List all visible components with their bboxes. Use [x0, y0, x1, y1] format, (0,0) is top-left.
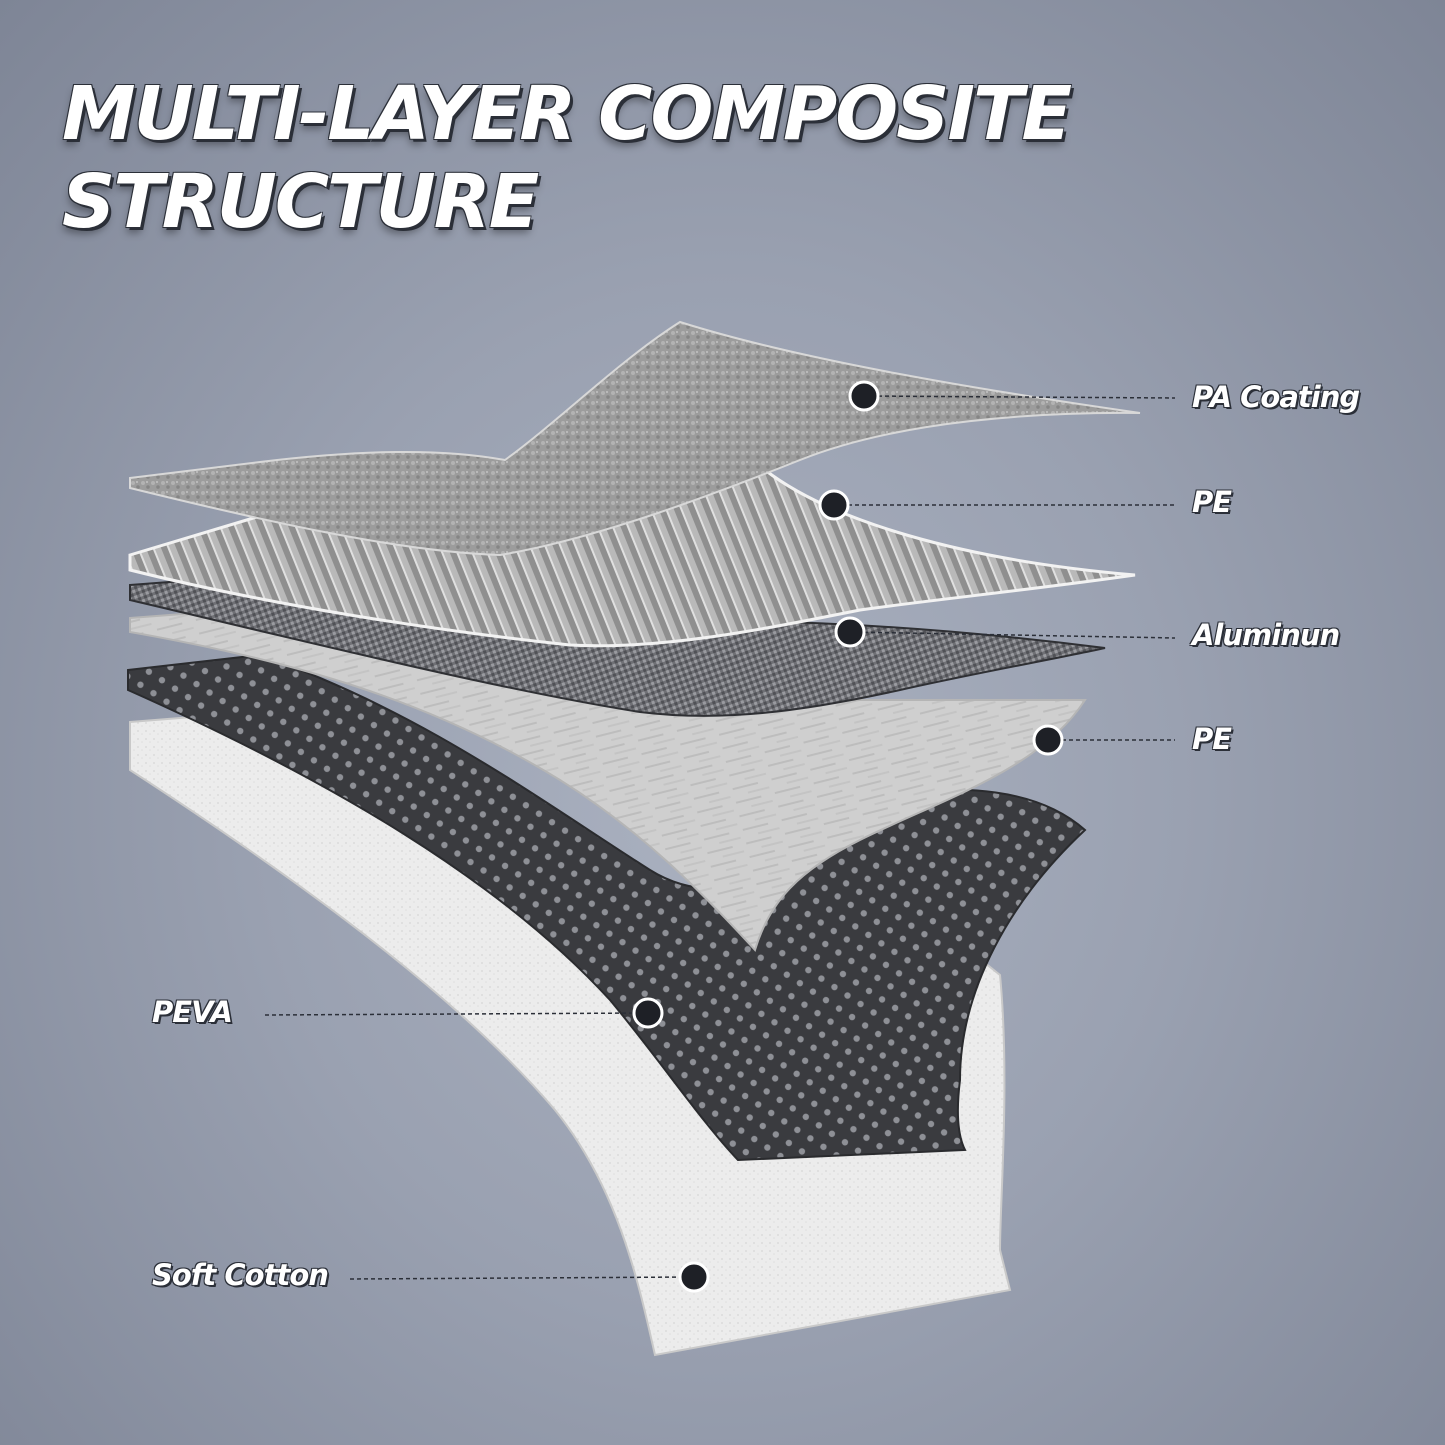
page-title: MULTI-LAYER COMPOSITE STRUCTURE [62, 70, 1072, 246]
marker-dot-soft-cotton [678, 1261, 710, 1293]
leader-line-aluminum [849, 631, 1176, 639]
layer-pa-coating [129, 320, 1141, 557]
title-line-1: MULTI-LAYER COMPOSITE [62, 71, 1072, 157]
label-pe-upper: PE [1192, 485, 1232, 519]
leader-line-pa-coating [863, 395, 1176, 399]
title-line-2: STRUCTURE [62, 159, 539, 245]
marker-dot-pa-coating [848, 380, 880, 412]
leader-lines [264, 395, 1176, 1280]
label-soft-cotton: Soft Cotton [152, 1258, 329, 1292]
marker-dot-peva [632, 997, 664, 1029]
leader-line-soft-cotton [349, 1276, 695, 1280]
label-pe-lower: PE [1192, 722, 1232, 756]
marker-dots [632, 380, 1064, 1293]
marker-dot-pe-lower [1032, 724, 1064, 756]
layer-peva [127, 653, 1087, 1162]
label-pa-coating: PA Coating [1192, 380, 1360, 414]
label-aluminum: Aluminun [1192, 618, 1340, 652]
marker-dot-aluminum [834, 616, 866, 648]
leader-line-peva [264, 1012, 649, 1016]
marker-dot-pe-upper [818, 489, 850, 521]
label-peva: PEVA [152, 995, 233, 1029]
